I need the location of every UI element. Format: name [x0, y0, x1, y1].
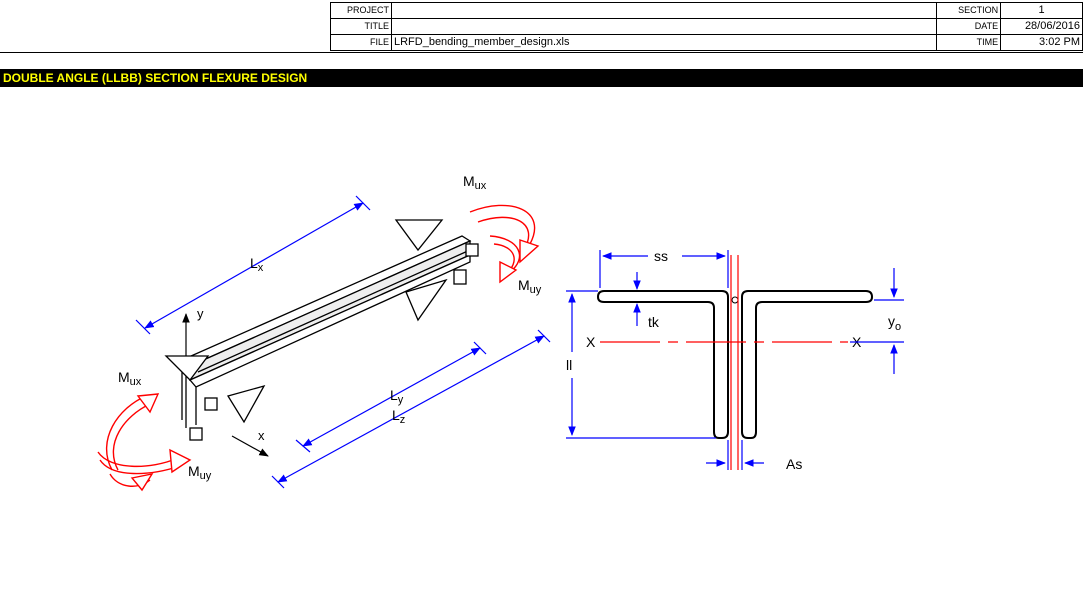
muy-label-right: Muy: [518, 277, 542, 296]
time-label: TIME: [935, 34, 1002, 51]
lx-dimension: [135, 195, 371, 335]
x-axis-arrow: [231, 435, 269, 457]
moment-arrows-left: [97, 393, 192, 492]
date-value[interactable]: 28/06/2016: [1000, 18, 1083, 35]
right-angle-shape: [741, 290, 874, 439]
header-rule: [0, 52, 1083, 53]
beam-diagram: y x Lx Ly Lz: [97, 173, 551, 492]
ll-label: ll: [566, 357, 572, 373]
beam-supports: [164, 219, 479, 441]
tk-label: tk: [648, 314, 660, 330]
left-angle-shape: [596, 290, 729, 439]
file-label: FILE: [330, 34, 392, 51]
time-value[interactable]: 3:02 PM: [1000, 34, 1083, 51]
lz-dimension: [271, 329, 551, 489]
lx-label: Lx: [250, 255, 264, 274]
ly-label: Ly: [390, 387, 404, 406]
muy-label-left: Muy: [188, 463, 212, 482]
section-centerlines: [600, 255, 848, 470]
as-label: As: [786, 456, 802, 472]
file-value[interactable]: LRFD_bending_member_design.xls: [390, 34, 937, 51]
lz-label: Lz: [392, 407, 405, 426]
beam-body: [180, 235, 472, 428]
mux-label-right: Mux: [463, 173, 487, 192]
header-table: PROJECT SECTION 1 TITLE DATE 28/06/2016 …: [330, 2, 1083, 51]
x-axis-left-label: X: [586, 334, 596, 350]
section-diagram: X X ss tk: [566, 248, 904, 472]
mux-label-left: Mux: [118, 369, 142, 388]
x-axis-label: x: [258, 428, 265, 443]
ss-label: ss: [654, 248, 668, 264]
page-title: DOUBLE ANGLE (LLBB) SECTION FLEXURE DESI…: [0, 69, 1083, 87]
yo-label: yo: [888, 313, 901, 333]
y-axis-label: y: [197, 306, 204, 321]
section-dimensions: [566, 250, 904, 470]
moment-arrows-right: [469, 204, 540, 284]
